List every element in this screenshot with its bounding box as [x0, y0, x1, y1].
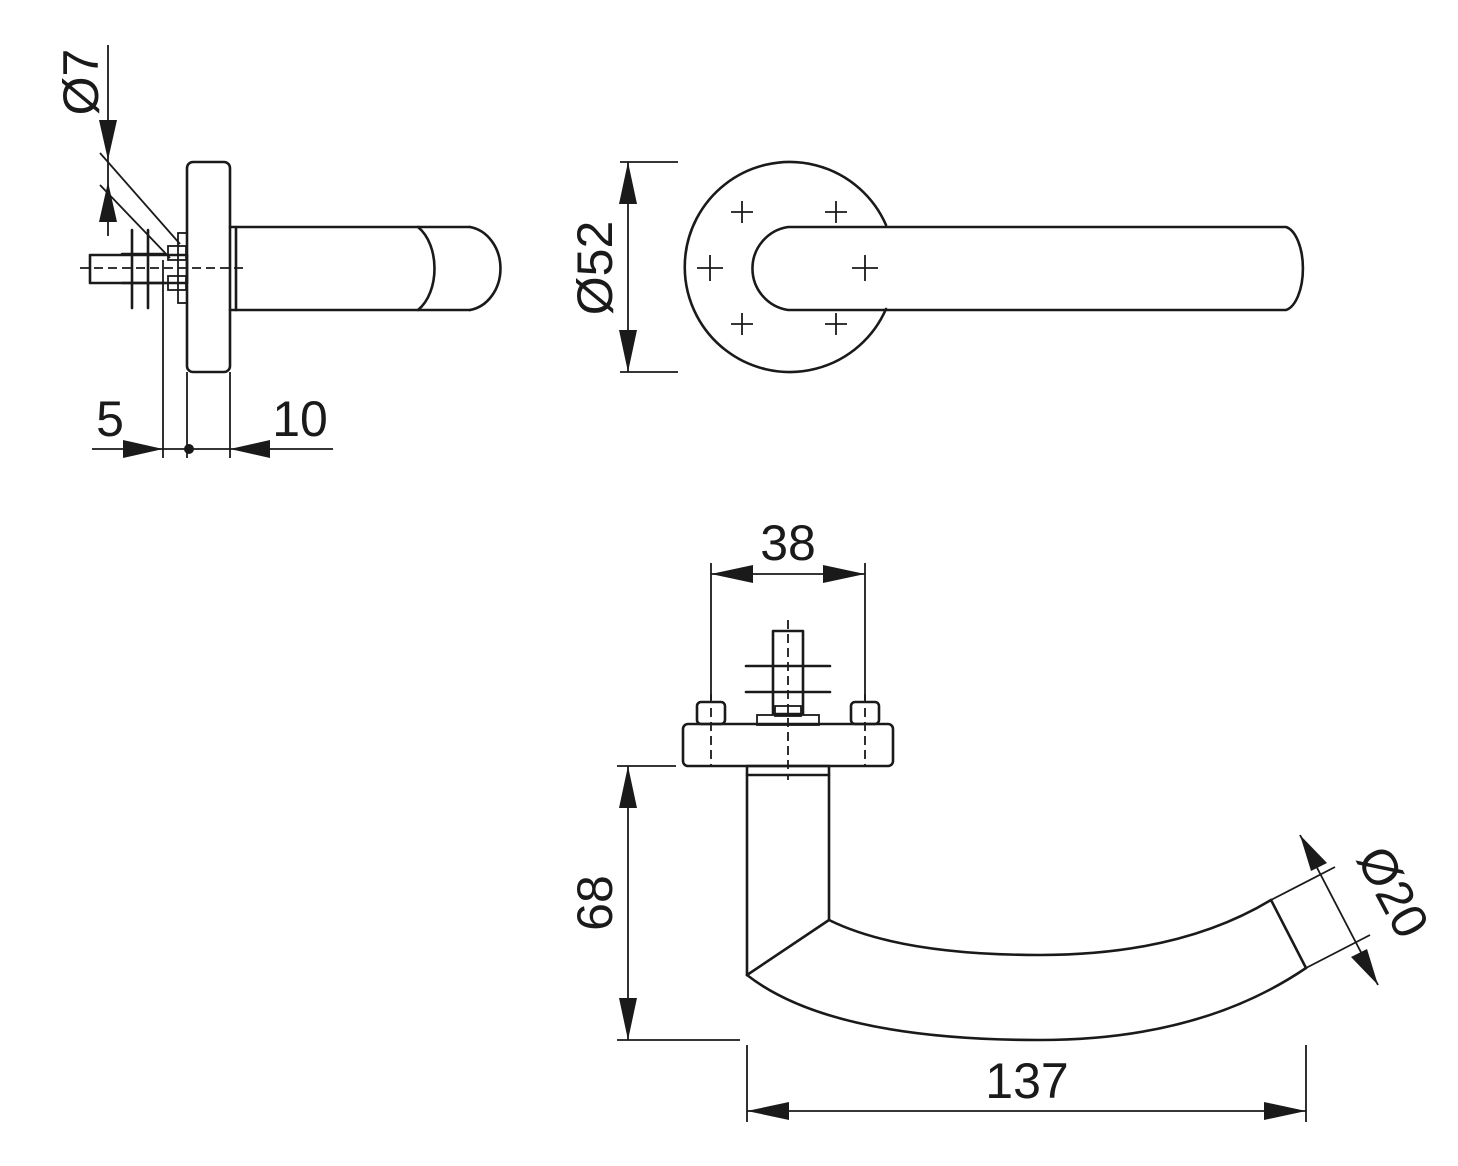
dim-grip-diameter: Ø20	[1346, 837, 1440, 947]
side-rose-plate	[185, 160, 232, 374]
side-lever-end-seam	[416, 225, 436, 312]
dim-rose-diameter: Ø52	[567, 221, 623, 316]
dim-38: 38	[760, 515, 816, 571]
top-lever-lower	[745, 966, 1308, 1042]
top-rose-plate	[681, 722, 895, 768]
front-lever	[751, 225, 1305, 312]
front-rose	[683, 160, 888, 374]
dim-68: 68	[567, 875, 623, 931]
front-screw-marks	[697, 201, 878, 335]
front-view: Ø52	[567, 160, 1305, 374]
dim-10: 10	[272, 391, 328, 447]
side-lever-tip	[468, 225, 502, 312]
top-lever-upper	[827, 898, 1273, 957]
side-view: Ø7 5 10	[53, 45, 502, 458]
top-view: 38 68 137 Ø20	[567, 515, 1440, 1122]
dim-137: 137	[985, 1053, 1068, 1109]
dim-square-diameter: Ø7	[53, 49, 109, 116]
top-spindle	[771, 629, 805, 716]
dim-5: 5	[96, 391, 124, 447]
